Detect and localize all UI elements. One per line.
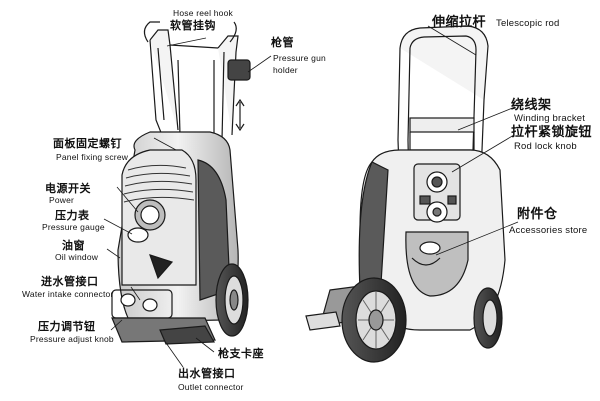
telescopic-rod-label-en: Telescopic rod [496, 18, 560, 29]
leader-lines [103, 25, 519, 368]
pressure-adjust-label-zh: 压力调节钮 [38, 320, 96, 333]
rod-lock-knob-label-en: Rod lock knob [514, 141, 577, 152]
outlet-connector-label-en: Outlet connector [178, 382, 244, 392]
panel-fixing-screw-label-en: Panel fixing screw [56, 152, 129, 162]
oil-window-label-en: Oil window [55, 252, 99, 262]
hose-reel-hook-label-zh: 软管挂钩 [170, 19, 216, 32]
gun-holder-seat-label-zh: 枪支卡座 [218, 347, 264, 360]
water-intake-label-en: Water intake connector [22, 289, 114, 299]
front-view-machine [111, 21, 251, 345]
rod-lock-knob-label-zh: 拉杆紧锁旋钮 [511, 125, 593, 140]
pressure-gauge-label-en: Pressure gauge [42, 222, 105, 232]
pressure-gun-holder-label-en2: holder [273, 65, 298, 75]
water-intake-label-zh: 进水管接口 [41, 275, 99, 288]
pressure-gun-holder-label-en1: Pressure gun [273, 53, 326, 63]
pressure-gauge-label-zh: 压力表 [55, 209, 90, 222]
power-label-zh: 电源开关 [45, 182, 91, 195]
pressure-adjust-label-en: Pressure adjust knob [30, 334, 114, 344]
oil-window-label-zh: 油窗 [62, 239, 85, 252]
panel-fixing-screw-label-zh: 面板固定螺钉 [53, 137, 122, 150]
accessories-store-label-en: Accessories store [509, 225, 588, 236]
outlet-connector-label-zh: 出水管接口 [178, 367, 236, 380]
winding-bracket-label-zh: 绕线架 [511, 98, 552, 113]
winding-bracket-label-en: Winding bracket [514, 113, 586, 124]
power-label-en: Power [49, 195, 75, 205]
telescopic-rod-label-zh: 伸缩拉杆 [432, 15, 487, 30]
accessories-store-label-zh: 附件仓 [517, 207, 558, 222]
hose-reel-hook-label-en: Hose reel hook [173, 8, 233, 18]
rear-view-machine [305, 25, 506, 363]
pressure-gun-holder-label-zh: 枪管 [271, 36, 294, 49]
